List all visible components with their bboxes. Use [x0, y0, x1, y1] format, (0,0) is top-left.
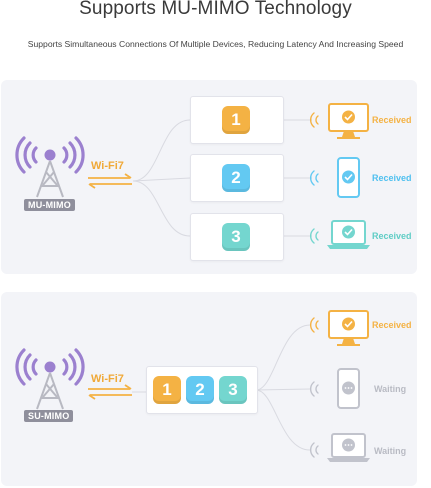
stream-block-3: 3 — [222, 223, 250, 251]
wifi-label-su: Wi-Fi7 — [91, 373, 124, 385]
monitor-icon-su — [328, 310, 369, 346]
tower-icon-su — [15, 348, 85, 410]
stream-card-3: 3 — [190, 213, 284, 261]
page-subtitle: Supports Simultaneous Connections Of Mul… — [27, 39, 404, 49]
su-mimo-tag: SU-MIMO — [24, 410, 74, 422]
status-received-su: Received — [372, 320, 412, 330]
queue-block-1: 1 — [153, 376, 181, 404]
status-received-2: Received — [372, 173, 412, 183]
stream-card-2: 2 — [190, 154, 284, 202]
status-waiting-phone: Waiting — [374, 384, 407, 394]
wifi-label: Wi-Fi7 — [91, 160, 124, 172]
laptop-icon-su — [327, 433, 370, 462]
tower-icon — [15, 136, 85, 198]
page-title: Supports MU-MIMO Technology — [79, 0, 352, 19]
stream-block-2: 2 — [222, 164, 250, 192]
phone-icon-su — [337, 368, 360, 409]
status-received-3: Received — [372, 231, 412, 241]
status-waiting-laptop: Waiting — [374, 446, 407, 456]
laptop-icon — [327, 220, 370, 249]
mu-mimo-tag: MU-MIMO — [24, 199, 75, 211]
monitor-icon — [328, 103, 369, 139]
queue-block-3: 3 — [219, 376, 247, 404]
queue-card: 1 2 3 — [146, 366, 258, 414]
stream-card-1: 1 — [190, 96, 284, 144]
phone-icon — [337, 157, 360, 198]
status-received-1: Received — [372, 115, 412, 125]
stream-block-1: 1 — [222, 106, 250, 134]
queue-block-2: 2 — [186, 376, 214, 404]
